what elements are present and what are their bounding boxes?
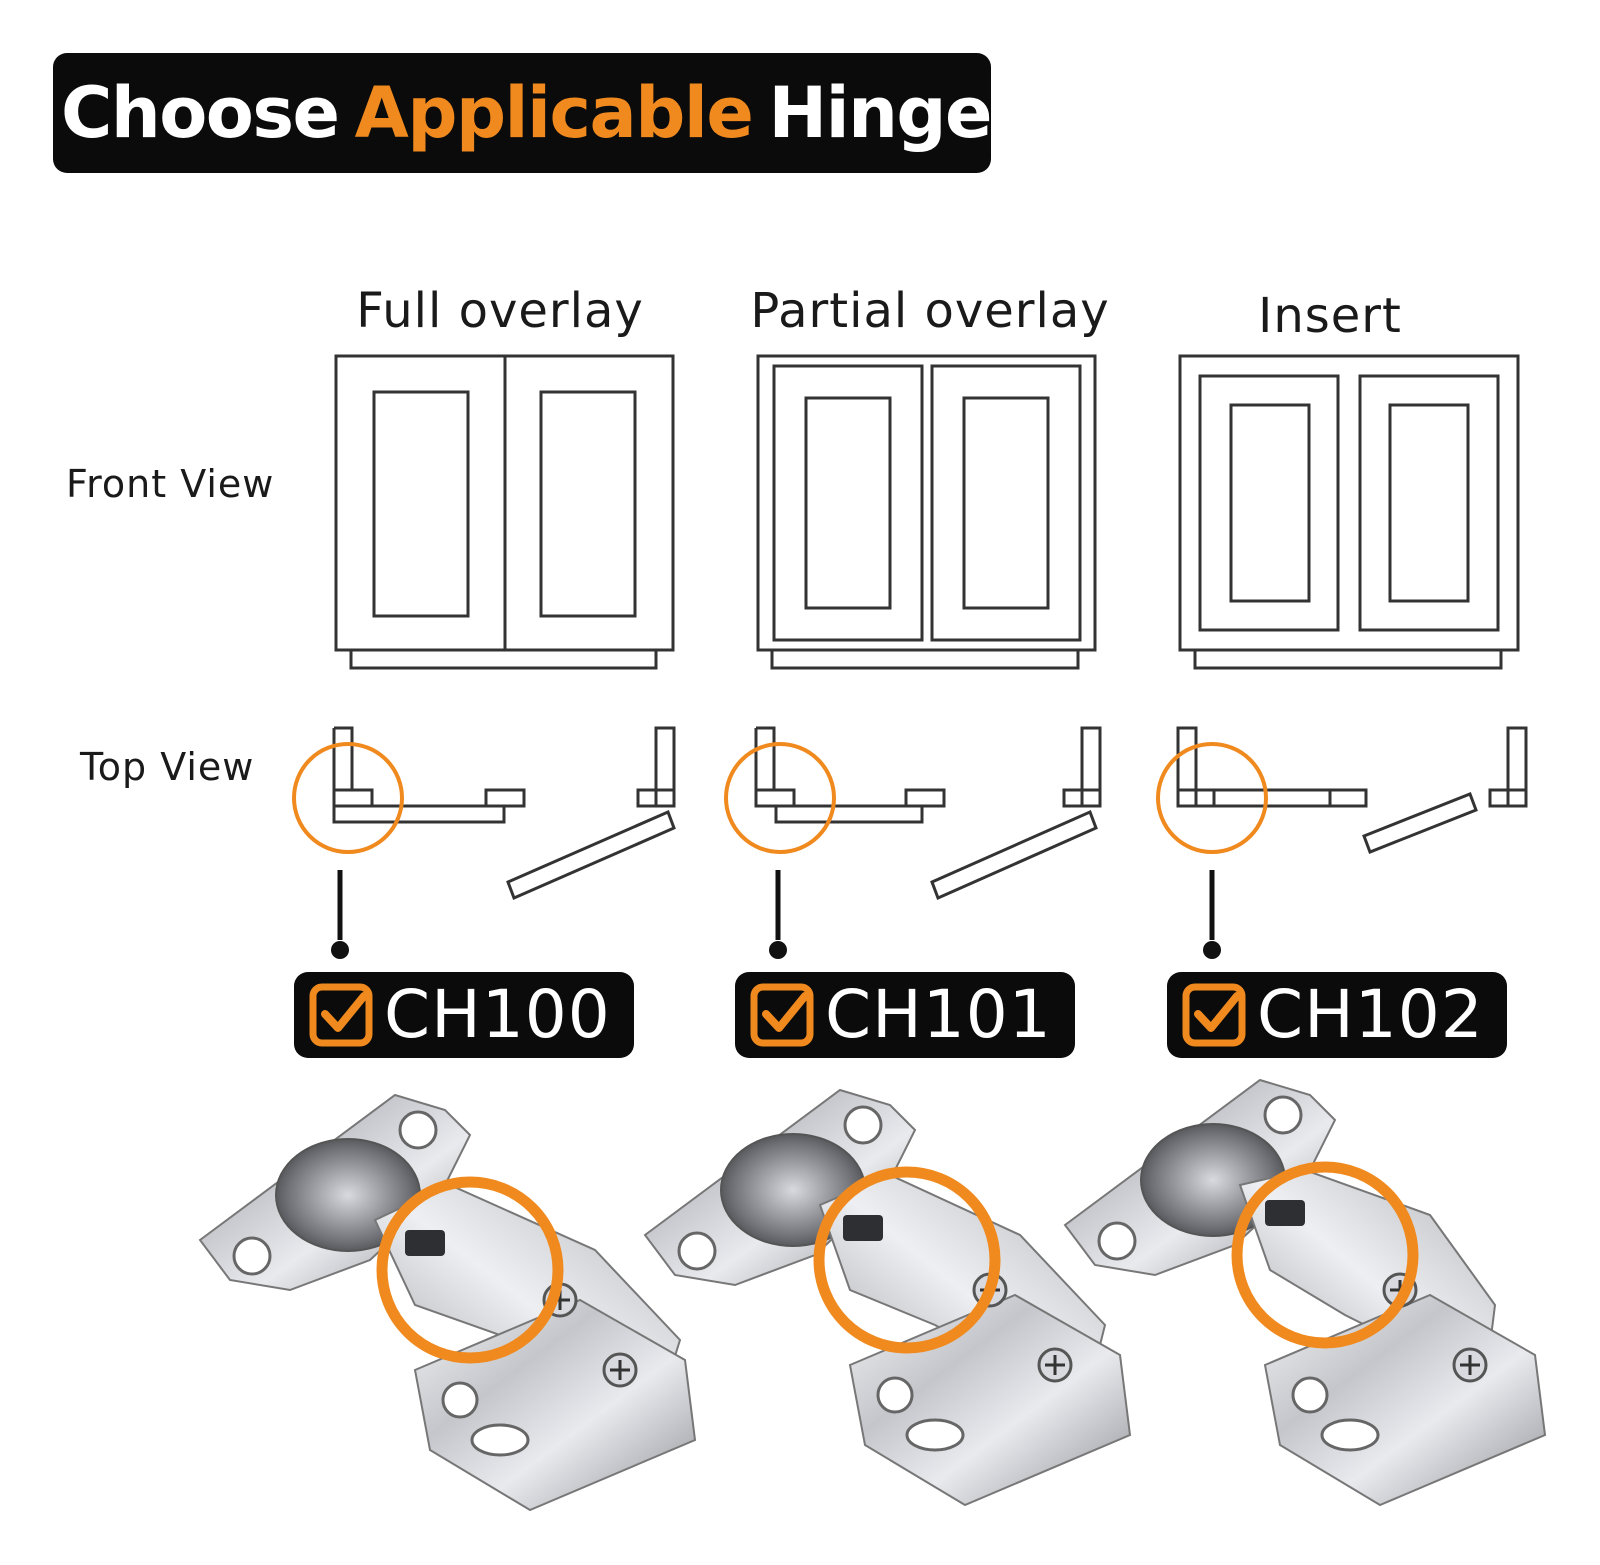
front-view-partial-overlay [756,354,1097,670]
front-view-insert [1178,354,1520,670]
front-view-full-overlay [334,354,675,670]
title-part-choose: Choose [61,72,340,154]
column-label-partial-overlay: Partial overlay [750,283,1110,339]
top-view-insert [1176,726,1528,854]
badge-ch100: CH100 [294,972,634,1058]
column-label-insert: Insert [1258,288,1402,344]
checkbox-checked-icon [750,983,814,1047]
hinge-illustration-ch102 [1063,1078,1547,1507]
leader-lines [331,870,1221,959]
title-banner: Choose Applicable Hinge [53,53,993,173]
hinge-illustration-ch101 [643,1088,1132,1507]
hinge-code: CH100 [384,976,611,1053]
top-view-full-overlay [332,726,676,901]
column-label-full-overlay: Full overlay [356,283,644,339]
title-part-applicable: Applicable [354,72,754,154]
title-part-hinge: Hinge [768,72,993,154]
checkbox-checked-icon [1182,983,1246,1047]
row-label-front-view: Front View [66,462,275,506]
checkbox-checked-icon [309,983,373,1047]
hinge-code: CH101 [825,976,1052,1053]
top-view-partial-overlay [754,726,1102,901]
row-label-top-view: Top View [80,745,255,789]
hinge-code: CH102 [1257,976,1484,1053]
badge-ch101: CH101 [735,972,1075,1058]
top-view-highlight-circles [292,742,1268,854]
badge-ch102: CH102 [1167,972,1507,1058]
hinge-illustration-ch100 [198,1093,697,1512]
